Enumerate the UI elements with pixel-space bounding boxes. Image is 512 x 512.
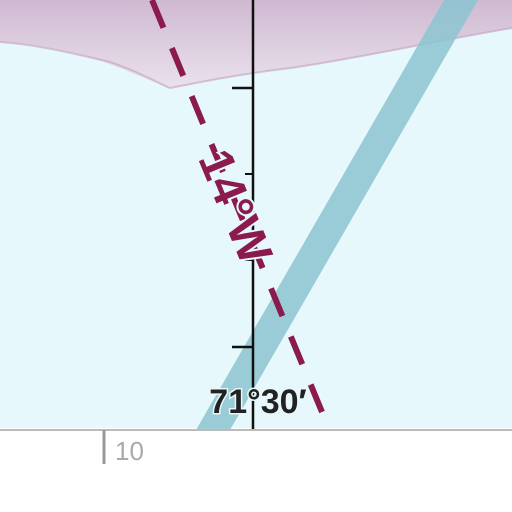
chart-margin xyxy=(0,430,512,512)
terrain-tint xyxy=(0,0,512,88)
meridian-label: 71°30′ xyxy=(209,383,306,421)
airway-corridor xyxy=(196,0,478,430)
terrain-edge xyxy=(0,27,512,90)
isogonic-line xyxy=(149,0,325,414)
scale-label: 10 xyxy=(115,436,144,466)
